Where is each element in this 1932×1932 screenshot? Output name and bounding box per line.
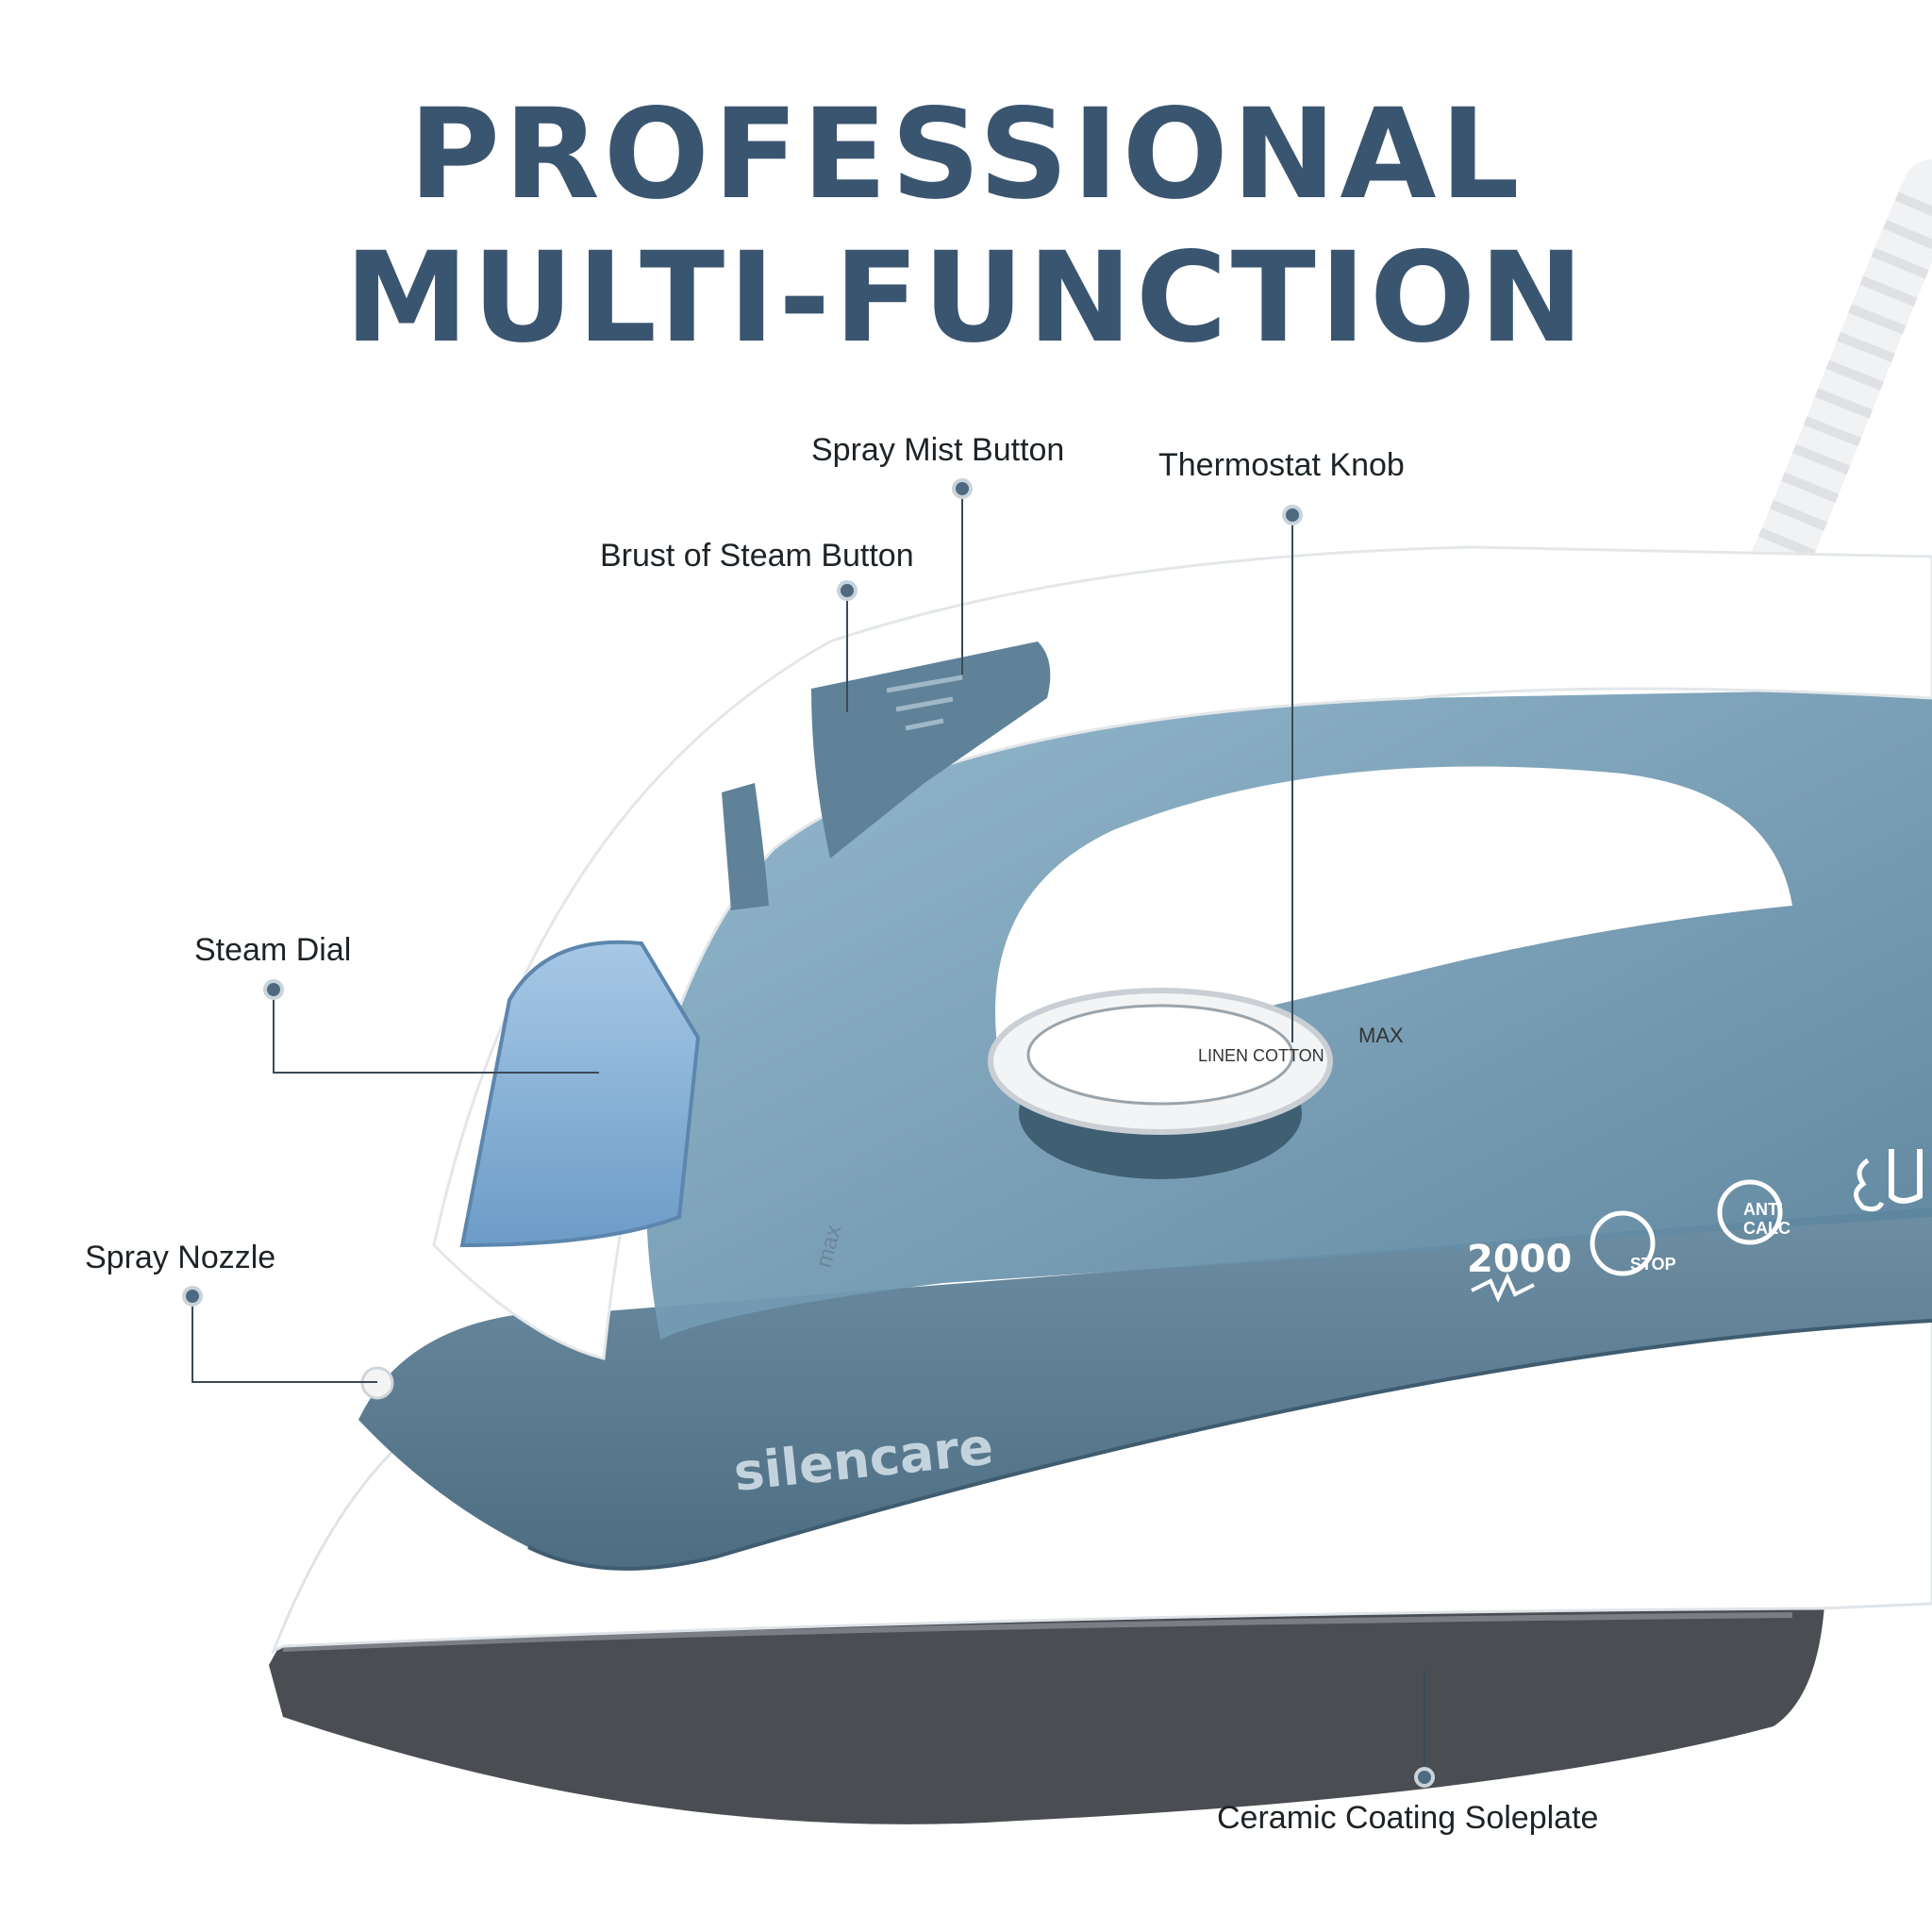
- steam-dial-dot: [263, 979, 284, 1000]
- iron-lower-band: [358, 1208, 1932, 1569]
- water-tank-window: [459, 940, 701, 1248]
- drip-stop-icon: STOP: [1590, 1210, 1676, 1276]
- ceramic-soleplate: [269, 1547, 1826, 1824]
- spray-mist-button-shape: [811, 641, 1051, 858]
- spray-nozzle-leader: [192, 1297, 377, 1383]
- thermostat-dot: [1282, 505, 1303, 525]
- callout-spray-nozzle: Spray Nozzle: [85, 1240, 276, 1275]
- headline-line-1: PROFESSIONAL: [408, 82, 1524, 227]
- spray-nozzle-dot: [182, 1286, 203, 1307]
- drip-stop-label: STOP: [1630, 1255, 1676, 1274]
- callout-ceramic-soleplate: Ceramic Coating Soleplate: [1217, 1800, 1599, 1836]
- power-rating: 2000: [1467, 1238, 1572, 1281]
- steam-dial-leader: [273, 991, 599, 1074]
- anti-calc-icon: ANTI CALC: [1717, 1179, 1790, 1245]
- thermostat-knob: MAX LINEN COTTON: [988, 988, 1404, 1179]
- headline-line-2: MULTI-FUNCTION: [344, 225, 1588, 371]
- callout-thermostat-knob: Thermostat Knob: [1158, 447, 1405, 483]
- calc-label: CALC: [1743, 1219, 1790, 1238]
- callout-steam-dial: Steam Dial: [194, 932, 352, 968]
- leader-lines: [192, 491, 1425, 1778]
- spray-mist-dot: [952, 478, 973, 499]
- power-cord: [1744, 159, 1932, 605]
- wattage-icon: 2000: [1467, 1238, 1572, 1303]
- dial-linen-label: LINEN COTTON: [1198, 1046, 1324, 1065]
- button-grip-lines: [886, 675, 963, 731]
- burst-steam-button-shape: [722, 783, 769, 910]
- callout-burst-steam-button: Brust of Steam Button: [600, 538, 914, 574]
- burst-steam-dot: [837, 580, 858, 601]
- dial-max-label: MAX: [1358, 1024, 1404, 1047]
- soleplate-dot: [1414, 1767, 1435, 1788]
- vertical-steam-icon: [1854, 1149, 1923, 1212]
- anti-label: ANTI: [1743, 1200, 1783, 1219]
- callout-spray-mist-button: Spray Mist Button: [811, 432, 1065, 468]
